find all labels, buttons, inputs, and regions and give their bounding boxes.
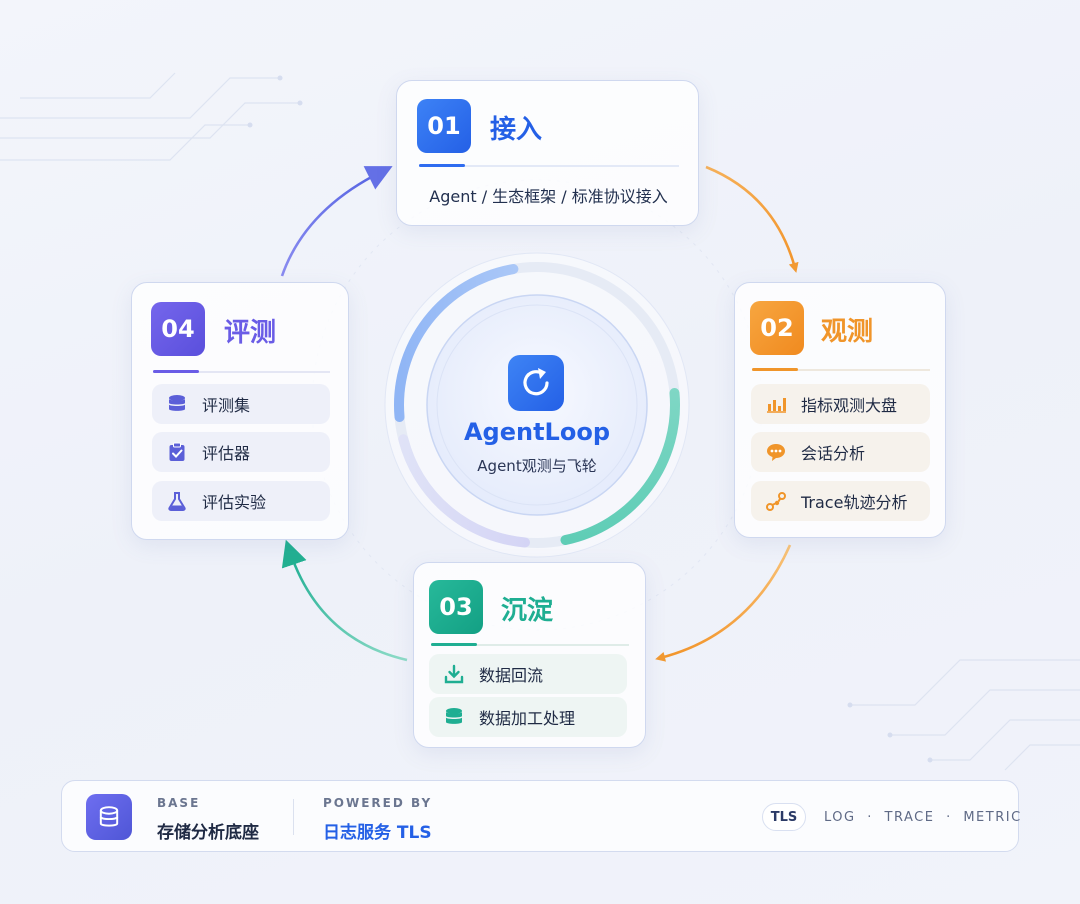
ring-segment-teal — [394, 262, 680, 548]
stage-number: 04 — [151, 302, 205, 356]
center-subtitle: Agent观测与飞轮 — [477, 457, 597, 475]
settle-item-backflow[interactable]: 数据回流 — [429, 654, 627, 694]
download-icon — [443, 663, 465, 685]
bar-chart-icon — [765, 393, 787, 415]
tag-metric: METRIC — [963, 810, 1022, 825]
stage-number: 03 — [429, 580, 483, 634]
tls-badge: TLS — [762, 803, 806, 831]
observe-item-trace[interactable]: Trace轨迹分析 — [751, 481, 930, 521]
evaluate-item-experiment[interactable]: 评估实验 — [152, 481, 330, 521]
stage-number: 02 — [750, 301, 804, 355]
stage-evaluate-card: 04 评测 评测集 评估器 评估实验 — [131, 282, 349, 540]
center-title: AgentLoop — [463, 418, 611, 446]
stage-title: 观测 — [821, 317, 874, 347]
base-caption: BASE — [157, 796, 201, 810]
ring-segment-blue — [393, 262, 680, 548]
refresh-icon — [508, 355, 564, 411]
database-icon — [443, 706, 465, 728]
database-icon — [86, 794, 132, 840]
stage-intake-card: 01 接入 Agent / 生态框架 / 标准协议接入 — [396, 80, 699, 226]
arrow-settle-to-evaluate — [281, 539, 408, 662]
stage-settle-card: 03 沉淀 数据回流 数据加工处理 — [413, 562, 646, 748]
ring-segment-purple — [394, 262, 680, 548]
footer-bar: BASE 存储分析底座 POWERED BY 日志服务 TLS TLS LOG … — [61, 780, 1022, 852]
stage-number: 01 — [417, 99, 471, 153]
evaluate-item-evaluator[interactable]: 评估器 — [152, 432, 330, 472]
observe-item-sessions[interactable]: 会话分析 — [751, 432, 930, 472]
signal-tags: LOG · TRACE · METRIC — [824, 810, 1022, 825]
clipboard-check-icon — [166, 441, 188, 463]
tag-trace: TRACE — [884, 810, 935, 825]
settle-item-processing[interactable]: 数据加工处理 — [429, 697, 627, 737]
powered-value: 日志服务 TLS — [323, 823, 432, 843]
observe-item-metrics[interactable]: 指标观测大盘 — [751, 384, 930, 424]
trace-path-icon — [765, 490, 787, 512]
powered-caption: POWERED BY — [323, 796, 433, 810]
stage-title: 沉淀 — [501, 596, 554, 626]
stage-title: 接入 — [490, 115, 543, 145]
stage-title: 评测 — [224, 318, 277, 348]
stage-description: Agent / 生态框架 / 标准协议接入 — [429, 187, 668, 206]
arrow-intake-to-observe — [705, 165, 799, 273]
flask-icon — [166, 490, 188, 512]
base-value: 存储分析底座 — [157, 823, 259, 843]
tag-log: LOG — [824, 810, 856, 825]
database-icon — [166, 393, 188, 415]
evaluate-item-dataset[interactable]: 评测集 — [152, 384, 330, 424]
arrow-observe-to-settle — [655, 544, 792, 662]
stage-observe-card: 02 观测 指标观测大盘 会话分析 Trace轨迹分析 — [734, 282, 946, 538]
chat-bubble-icon — [765, 441, 787, 463]
arrow-evaluate-to-intake — [280, 166, 393, 277]
